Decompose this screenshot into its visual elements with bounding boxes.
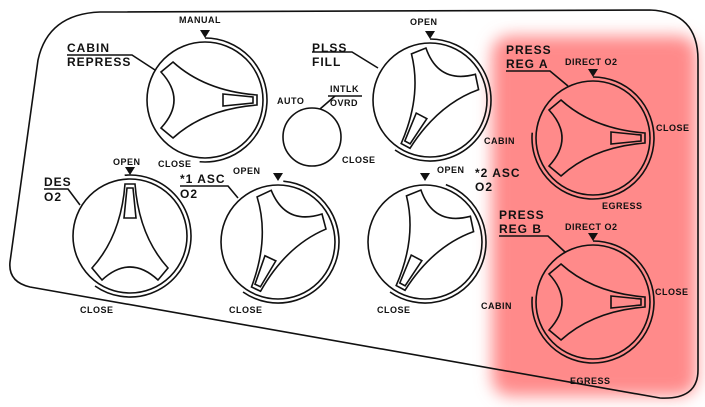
- knob-body[interactable]: [535, 80, 651, 196]
- leader-line: [44, 188, 81, 206]
- intlk-ovrd-button[interactable]: [282, 107, 342, 167]
- knob-body[interactable]: [535, 244, 651, 360]
- close-label: CLOSE: [229, 305, 263, 315]
- pointer-indicator: [123, 187, 137, 219]
- position-marker-icon: [420, 173, 430, 181]
- knob-body[interactable]: [372, 42, 488, 158]
- detent-arc: [199, 37, 268, 163]
- detent-arc: [531, 76, 655, 200]
- detent-arc: [394, 38, 492, 162]
- press-label: PRESS: [506, 43, 552, 57]
- open-label: OPEN: [410, 17, 438, 27]
- cabin-label: CABIN: [484, 136, 515, 146]
- cabin-repress-knob[interactable]: [146, 30, 268, 163]
- open-label: OPEN: [233, 166, 261, 176]
- knob-body[interactable]: [72, 178, 188, 294]
- handle-shape: [160, 61, 258, 139]
- ovrd-label: OVRD: [330, 98, 358, 108]
- close-label: CLOSE: [377, 305, 411, 315]
- o2-label: O2: [44, 190, 62, 204]
- open-label: OPEN: [113, 157, 141, 167]
- auto-label: AUTO: [277, 96, 304, 106]
- des-label: DES: [44, 175, 72, 189]
- detent-arc: [531, 240, 655, 364]
- asc2-o2-knob[interactable]: [366, 173, 487, 307]
- asc2-label: *2 ASC: [475, 166, 521, 180]
- cabin-label: CABIN: [481, 301, 512, 311]
- detent-arc: [94, 174, 192, 298]
- close-label: CLOSE: [158, 159, 192, 169]
- knob-body[interactable]: [220, 184, 336, 300]
- detent-arc: [389, 183, 487, 304]
- position-marker-icon: [273, 173, 283, 181]
- press-reg-b-labels: PRESS REG B DIRECT O2 CABIN CLOSE EGRESS: [481, 208, 689, 386]
- asc2-o2-labels: *2 ASC O2 OPEN CLOSE: [377, 165, 521, 315]
- des-o2-knob[interactable]: [72, 167, 192, 298]
- leader-line: [319, 95, 336, 110]
- press-label: PRESS: [499, 208, 545, 222]
- knob-handle[interactable]: [91, 183, 169, 281]
- position-marker-icon: [425, 31, 435, 39]
- close-label: CLOSE: [342, 155, 376, 165]
- knob-handle[interactable]: [160, 61, 258, 139]
- close-label: CLOSE: [80, 305, 114, 315]
- panel-outline: [9, 9, 699, 399]
- des-o2-labels: DES O2 OPEN CLOSE: [44, 157, 141, 315]
- leader-line: [180, 185, 239, 199]
- intlk-label: INTLK: [330, 84, 359, 94]
- asc1-label: *1 ASC: [180, 172, 226, 186]
- direct-o2-label: DIRECT O2: [565, 222, 618, 232]
- knob-handle[interactable]: [220, 185, 332, 306]
- asc1-o2-knob[interactable]: [220, 173, 340, 306]
- reg-a-label: REG A: [506, 57, 549, 71]
- cabin-label: CABIN: [67, 41, 110, 55]
- handle-shape: [91, 183, 169, 281]
- close-label: CLOSE: [655, 287, 689, 297]
- egress-label: EGRESS: [602, 201, 643, 211]
- o2-label: O2: [475, 180, 493, 194]
- leader-line: [506, 70, 569, 87]
- handle-shape: [220, 185, 332, 306]
- asc1-o2-labels: *1 ASC O2 OPEN CLOSE: [180, 166, 263, 315]
- direct-o2-label: DIRECT O2: [565, 57, 618, 67]
- leader-line: [67, 54, 156, 71]
- press-reg-b-knob[interactable]: [531, 233, 655, 364]
- cabin-repress-labels: CABIN REPRESS MANUAL AUTO CLOSE: [67, 15, 304, 169]
- plss-label: PLSS: [312, 41, 347, 55]
- reg-b-label: REG B: [499, 222, 542, 236]
- press-reg-a-labels: PRESS REG A DIRECT O2 CABIN CLOSE EGRESS: [484, 43, 690, 211]
- open-label: OPEN: [437, 165, 465, 175]
- repress-label: REPRESS: [67, 55, 131, 69]
- pointer-indicator: [222, 93, 254, 107]
- close-label: CLOSE: [656, 123, 690, 133]
- detent-arc: [242, 180, 340, 304]
- knob-body[interactable]: [146, 41, 264, 159]
- leader-line: [499, 235, 566, 253]
- o2-label: O2: [180, 187, 198, 201]
- plss-fill-labels: PLSS FILL OPEN CLOSE: [312, 17, 438, 165]
- egress-label: EGRESS: [570, 376, 611, 386]
- fill-label: FILL: [312, 55, 341, 69]
- knob-body[interactable]: [367, 184, 483, 300]
- position-marker-icon: [200, 30, 210, 38]
- manual-label: MANUAL: [179, 15, 221, 25]
- leader-line: [312, 51, 379, 69]
- press-reg-a-knob[interactable]: [531, 69, 655, 200]
- position-marker-icon: [125, 167, 135, 175]
- plss-fill-knob[interactable]: [371, 31, 492, 165]
